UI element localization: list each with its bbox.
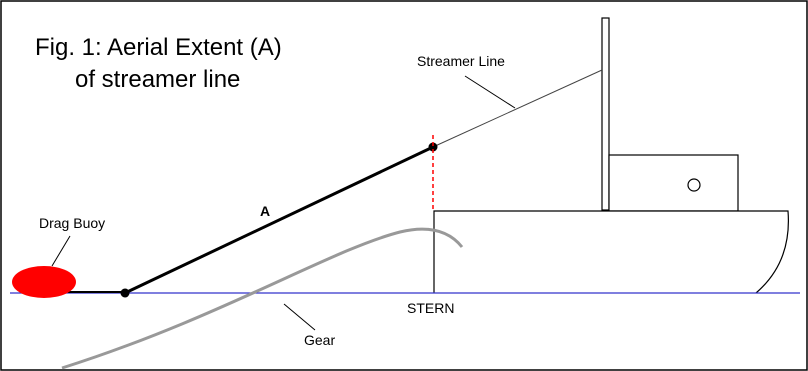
wheelhouse-porthole (687, 178, 701, 192)
drag-buoy (12, 266, 76, 298)
aerial-extent-label: A (260, 203, 270, 219)
vessel-wheelhouse (608, 154, 739, 212)
drag-buoy-label: Drag Buoy (39, 215, 105, 231)
gear-leader (283, 303, 316, 331)
stern-label: STERN (407, 300, 454, 316)
aerial-extent-segment (124, 145, 434, 295)
streamer-line-label: Streamer Line (417, 53, 505, 69)
vessel-hull (433, 210, 789, 294)
streamer-line-leader (464, 75, 516, 109)
gear-label: Gear (304, 332, 335, 348)
drag-buoy-leader (51, 235, 71, 267)
figure-title-line2: of streamer line (75, 66, 240, 93)
vessel-mast (601, 17, 610, 211)
aerial-extent-end-point (428, 142, 438, 152)
gear-line (61, 227, 464, 370)
streamer-line (432, 69, 603, 148)
figure-title-line1: Fig. 1: Aerial Extent (A) (35, 34, 282, 61)
